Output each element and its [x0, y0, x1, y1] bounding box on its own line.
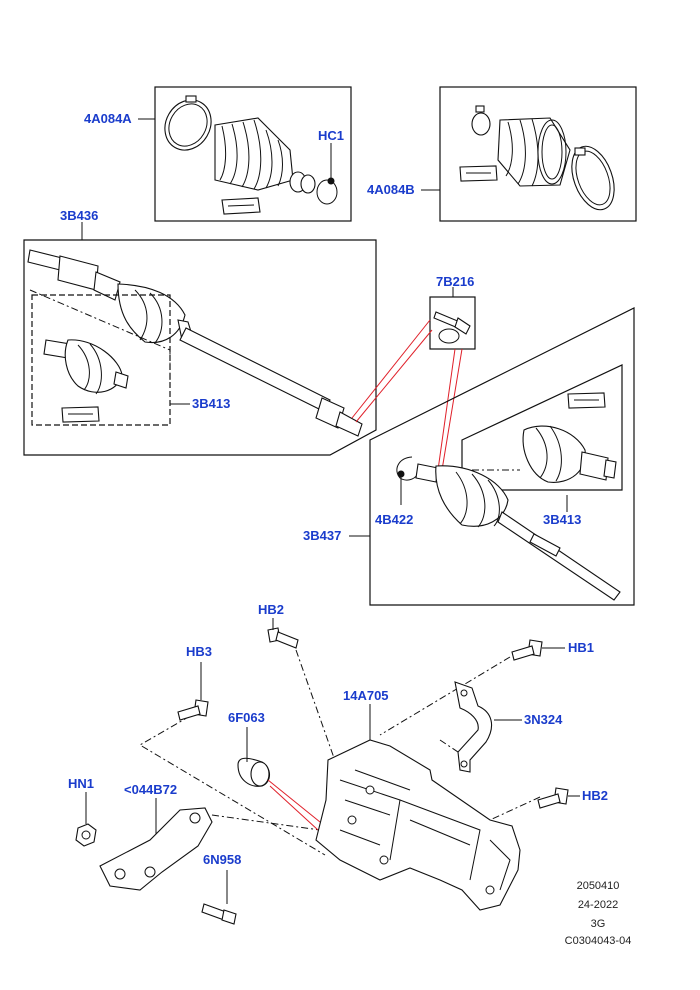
- callout-hb1[interactable]: HB1: [568, 640, 594, 655]
- boot-clamp-small: [289, 171, 316, 194]
- mount-line-hb3: [139, 715, 326, 856]
- mount-line-hb2-top: [295, 649, 341, 776]
- callout-7b216[interactable]: 7B216: [436, 274, 474, 289]
- bolt-hb1: [511, 639, 565, 661]
- callout-hn1[interactable]: HN1: [68, 776, 94, 791]
- callout-hb2-top[interactable]: HB2: [258, 602, 284, 617]
- callout-3n324[interactable]: 3N324: [524, 712, 563, 727]
- bolt-hb2-top: [267, 618, 299, 649]
- halfshaft-front-group: 3B436 3B413: [23, 208, 377, 456]
- callout-14a705[interactable]: 14A705: [343, 688, 389, 703]
- callout-4a084a[interactable]: 4A084A: [84, 111, 132, 126]
- grease-sachet-outer: [459, 165, 498, 182]
- red-leader-4: [441, 348, 463, 471]
- boot-kit-outer-group: 4A084B: [367, 86, 637, 222]
- cv-boot-inner: [214, 117, 294, 191]
- callout-6n958[interactable]: 6N958: [203, 852, 241, 867]
- red-leader-3: [437, 348, 456, 471]
- nut-hn1: [75, 792, 97, 847]
- callout-3b436[interactable]: 3B436: [60, 208, 98, 223]
- boot-clamp-small-outer: [471, 105, 491, 136]
- callout-4b422[interactable]: 4B422: [375, 512, 413, 527]
- red-leader-1: [351, 319, 431, 419]
- callout-3b413-lower[interactable]: 3B413: [543, 512, 581, 527]
- bolt-6n958: [201, 870, 237, 925]
- mount-line-hb2-right: [489, 796, 541, 821]
- callout-4a084b[interactable]: 4A084B: [367, 182, 415, 197]
- boot-kit-outer-frame: [439, 86, 637, 222]
- bearing-tool-part: [433, 311, 471, 344]
- circlip-hc1: [316, 143, 338, 205]
- housing-assembly-group: HB2 HB3 HB1 14A705 6F063 3N324 HN1 <044B…: [68, 602, 608, 925]
- red-leader-6: [269, 785, 319, 831]
- cv-joint-lower: [522, 425, 617, 483]
- callout-3b437[interactable]: 3B437: [303, 528, 341, 543]
- housing-14a705: [315, 704, 521, 911]
- cv-joint-inset-frame: [31, 294, 171, 426]
- grease-sachet-upper: [61, 406, 100, 423]
- callout-hb3[interactable]: HB3: [186, 644, 212, 659]
- bushing-6f063: [237, 727, 321, 831]
- callout-3b413-upper[interactable]: 3B413: [192, 396, 230, 411]
- mount-line-hb1: [379, 656, 511, 736]
- cv-joint-upper: [43, 339, 129, 395]
- callout-hc1[interactable]: HC1: [318, 128, 344, 143]
- red-leader-5: [267, 779, 321, 823]
- grease-sachet-inner: [221, 197, 261, 215]
- halfshaft-rear-group: 4B422 3B437 3B413: [303, 307, 635, 606]
- bolt-hb2-right: [537, 787, 580, 809]
- grease-sachet-lower: [567, 392, 606, 409]
- reference-line-2: 24-2022: [578, 899, 618, 911]
- bolt-hb3: [177, 662, 209, 721]
- reference-line-1: 2050410: [577, 880, 620, 892]
- bracket-3n324: [454, 681, 522, 773]
- boot-clamp-large-outer: [571, 145, 615, 211]
- callout-hb2-right[interactable]: HB2: [582, 788, 608, 803]
- cv-boot-outer: [497, 117, 571, 187]
- snap-ring: [396, 456, 419, 505]
- arm-044b72: [99, 798, 213, 891]
- halfshaft-front-shaft: [27, 249, 363, 437]
- callout-044b72[interactable]: <044B72: [124, 782, 177, 797]
- reference-line-4: C0304043-04: [565, 935, 632, 947]
- callout-6f063[interactable]: 6F063: [228, 710, 265, 725]
- halfshaft-front-frame: [23, 239, 377, 456]
- boot-kit-inner-frame: [154, 86, 352, 222]
- bearing-tool-group: 7B216: [351, 274, 476, 471]
- boot-clamp-large: [164, 95, 212, 151]
- mount-line-arm: [211, 814, 321, 831]
- halfshaft-rear-shaft: [415, 463, 621, 601]
- reference-line-3: 3G: [591, 918, 606, 930]
- halfshaft-rear-frame: [369, 307, 635, 606]
- red-leader-2: [355, 329, 433, 423]
- reference-block: 2050410 24-2022 3G C0304043-04: [565, 880, 632, 947]
- boot-kit-inner-group: 4A084A HC1: [84, 86, 352, 222]
